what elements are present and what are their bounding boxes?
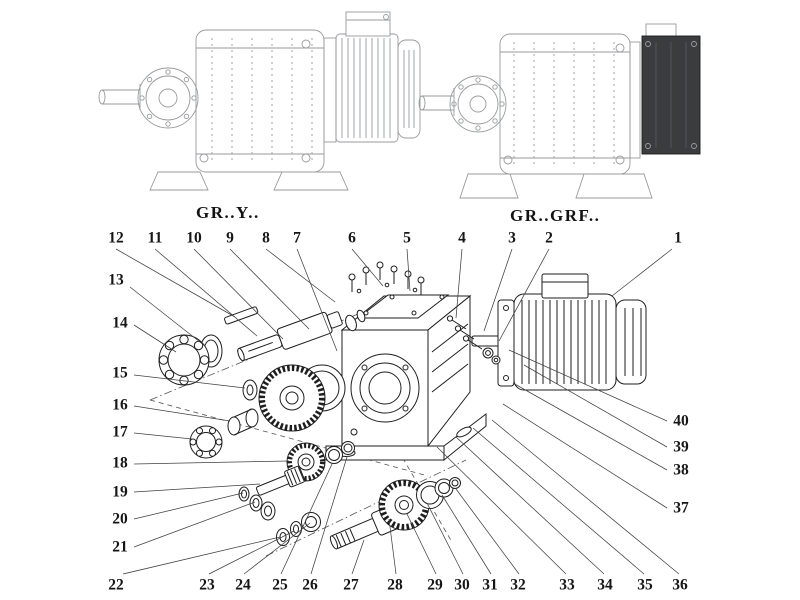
callout-9: 9	[226, 229, 234, 247]
label-gr-y: GR..Y..	[196, 203, 260, 222]
callout-27: 27	[343, 576, 359, 594]
callout-19: 19	[112, 483, 128, 501]
callout-11: 11	[147, 229, 163, 247]
washer-parts	[238, 486, 276, 521]
callout-5: 5	[403, 229, 411, 247]
callout-22: 22	[108, 576, 124, 594]
callout-7: 7	[293, 229, 301, 247]
callout-1: 1	[674, 229, 682, 247]
callout-2: 2	[545, 229, 553, 247]
callout-8: 8	[262, 229, 270, 247]
callout-23: 23	[199, 576, 215, 594]
input-shaft-part	[224, 306, 366, 362]
cover-bolts	[348, 261, 425, 295]
callout-20: 20	[112, 510, 128, 528]
callout-30: 30	[454, 576, 470, 594]
callout-24: 24	[235, 576, 251, 594]
callout-33: 33	[559, 576, 575, 594]
callout-4: 4	[458, 229, 466, 247]
output-ring-parts	[416, 477, 461, 509]
bearing-large-part	[158, 334, 210, 386]
callout-10: 10	[186, 229, 202, 247]
motor-fasteners	[446, 315, 501, 365]
callout-26: 26	[302, 576, 318, 594]
callout-36: 36	[672, 576, 688, 594]
callout-31: 31	[482, 576, 498, 594]
callout-29: 29	[427, 576, 443, 594]
callout-13: 13	[108, 271, 124, 289]
gear-large-part	[258, 364, 326, 432]
callout-39: 39	[673, 438, 689, 456]
callout-3: 3	[508, 229, 516, 247]
callout-38: 38	[673, 461, 689, 479]
callout-12: 12	[108, 229, 124, 247]
output-bearing-part	[301, 512, 321, 532]
callout-32: 32	[510, 576, 526, 594]
callout-35: 35	[637, 576, 653, 594]
callout-28: 28	[387, 576, 403, 594]
callout-17: 17	[112, 423, 128, 441]
ring-parts	[325, 441, 355, 464]
callout-21: 21	[112, 538, 128, 556]
pinion-shaft-part	[255, 465, 306, 496]
callout-18: 18	[112, 454, 128, 472]
bearing-small-part	[189, 425, 223, 459]
callout-40: 40	[673, 412, 689, 430]
sketch-gr-grf	[418, 23, 701, 199]
label-gr-grf: GR..GRF..	[510, 206, 601, 225]
housing-part	[325, 294, 487, 462]
callout-14: 14	[112, 314, 128, 332]
motor-part	[471, 273, 647, 391]
callout-15: 15	[112, 364, 128, 382]
callout-6: 6	[348, 229, 356, 247]
callout-34: 34	[597, 576, 613, 594]
bushing-part	[227, 408, 259, 436]
cover-disc-part	[242, 379, 258, 401]
callout-16: 16	[112, 396, 128, 414]
sketch-gr-y	[98, 11, 421, 191]
callout-25: 25	[272, 576, 288, 594]
leader-lines	[115, 248, 680, 575]
callout-37: 37	[673, 499, 689, 517]
